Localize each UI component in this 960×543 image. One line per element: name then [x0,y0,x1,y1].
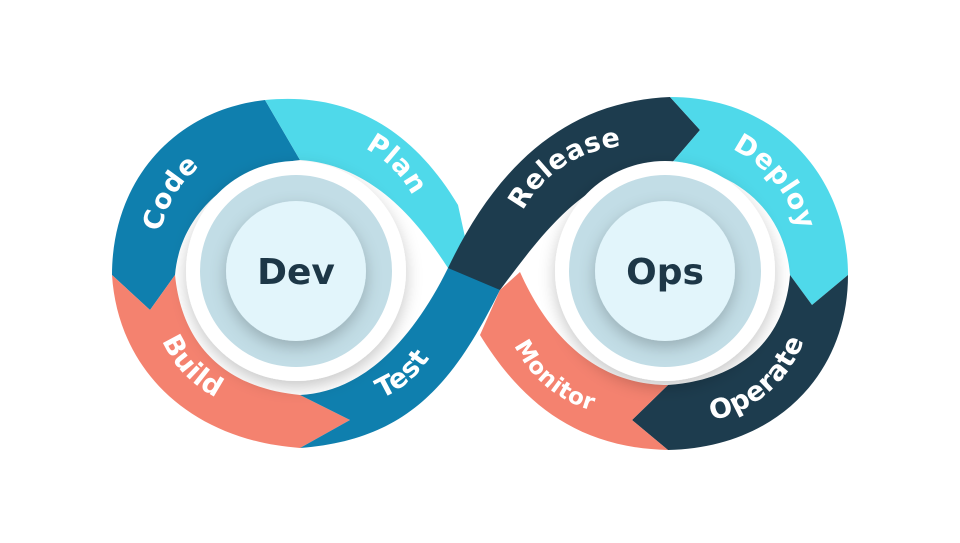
stage-monitor-segment[interactable] [480,272,668,450]
stage-release-segment[interactable] [448,97,700,290]
stage-code-segment[interactable] [112,100,300,310]
ops-hub-core [595,201,735,341]
dev-hub-core [226,201,366,341]
infinity-band [112,97,848,450]
stage-operate-segment[interactable] [632,275,848,450]
stage-build-segment[interactable] [112,275,350,448]
ops-hub-label: Ops [626,252,704,293]
dev-hub: Dev [186,161,406,381]
ops-hub: Ops [555,161,775,381]
stage-deploy-segment[interactable] [670,97,848,305]
stage-plan-segment[interactable] [265,98,470,268]
stage-test-segment[interactable] [300,260,500,448]
dev-hub-label: Dev [257,252,335,293]
